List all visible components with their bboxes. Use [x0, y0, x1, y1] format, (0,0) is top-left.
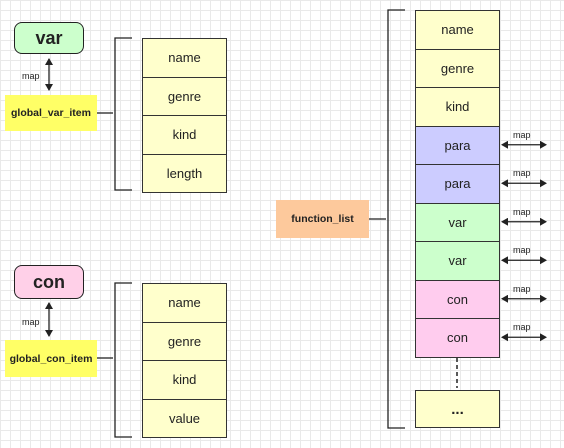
- function-list-more-cell: ...: [415, 390, 500, 428]
- function-list-map-label-3: map: [513, 129, 531, 140]
- global-con-item-node: global_con_item: [5, 340, 97, 377]
- con-field-cell-0: name: [142, 283, 227, 323]
- var-fields-bracket: [114, 37, 132, 191]
- function-list-map-label-6: map: [513, 245, 531, 256]
- function-list-map-label-7: map: [513, 283, 531, 294]
- var-field-cell-3: length: [142, 153, 227, 193]
- function-list-bracket: [387, 9, 405, 429]
- con-field-cell-2: kind: [142, 360, 227, 400]
- function-list-cell-1: genre: [415, 48, 500, 88]
- var-field-cell-1: genre: [142, 76, 227, 116]
- con-node: con: [14, 265, 84, 299]
- con-map-label: map: [22, 317, 40, 327]
- function-list-map-label-5: map: [513, 206, 531, 217]
- function-list-cell-6: var: [415, 241, 500, 281]
- function-list-cell-3: para: [415, 125, 500, 165]
- function-list-node: function_list: [276, 200, 369, 238]
- function-list-cell-5: var: [415, 202, 500, 242]
- con-field-cell-3: value: [142, 398, 227, 438]
- con-field-cell-1: genre: [142, 321, 227, 361]
- var-map-label: map: [22, 71, 40, 81]
- var-field-cell-0: name: [142, 38, 227, 78]
- function-list-map-label-8: map: [513, 322, 531, 333]
- function-list-cell-7: con: [415, 279, 500, 319]
- var-node: var: [14, 22, 84, 54]
- function-list-cell-8: con: [415, 318, 500, 358]
- con-fields-bracket: [114, 282, 132, 438]
- var-field-cell-2: kind: [142, 115, 227, 155]
- global-var-item-node: global_var_item: [5, 95, 97, 131]
- function-list-cell-2: kind: [415, 87, 500, 127]
- function-list-map-label-4: map: [513, 168, 531, 179]
- function-list-cell-4: para: [415, 164, 500, 204]
- function-list-cell-0: name: [415, 10, 500, 50]
